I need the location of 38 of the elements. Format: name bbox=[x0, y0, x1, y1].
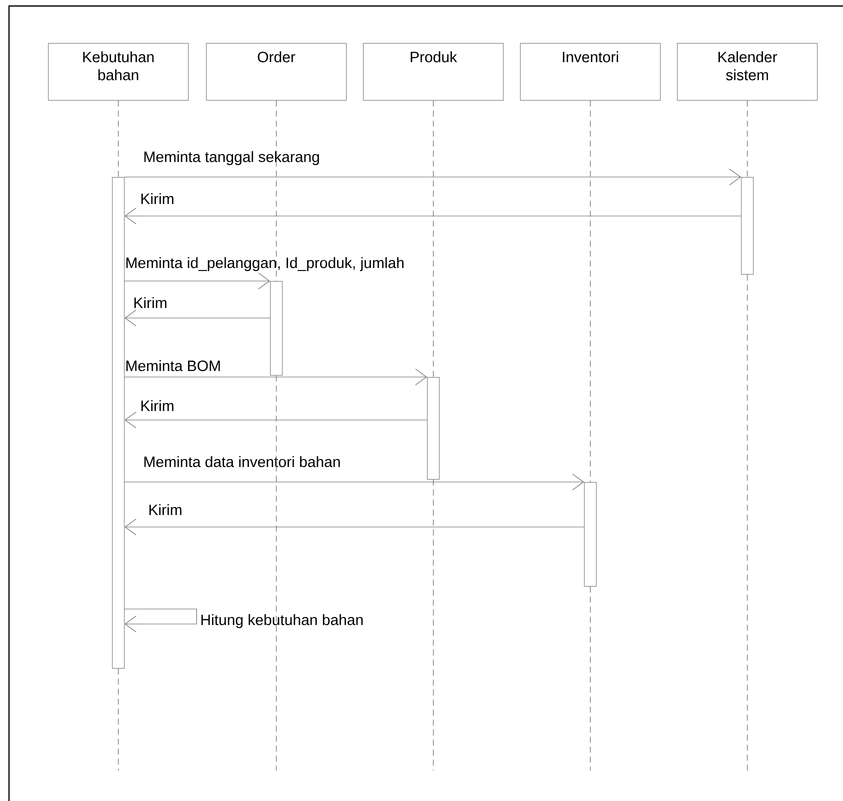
message-arrow bbox=[124, 412, 428, 428]
message-arrow bbox=[124, 272, 270, 290]
lifeline-header: Kebutuhan bahan bbox=[48, 43, 189, 101]
message-arrow bbox=[124, 518, 584, 536]
message-label: Kirim bbox=[134, 297, 166, 308]
message-label: Meminta tanggal sekarang bbox=[144, 151, 319, 166]
lifeline-header: Produk bbox=[363, 43, 504, 101]
lifeline bbox=[276, 375, 277, 771]
message-arrow bbox=[124, 208, 742, 224]
lifeline bbox=[590, 586, 591, 771]
lifeline-header: Kalender sistem bbox=[677, 43, 818, 101]
lifeline bbox=[747, 274, 748, 771]
lifeline bbox=[433, 100, 434, 378]
lifeline bbox=[590, 100, 591, 482]
message-arrow bbox=[124, 310, 270, 326]
message-label: Hitung kebutuhan bahan bbox=[201, 614, 363, 628]
message-arrow bbox=[124, 474, 584, 490]
lifeline bbox=[118, 668, 119, 771]
message-label: Kirim bbox=[141, 400, 174, 411]
activation-bar bbox=[584, 482, 597, 587]
lifeline bbox=[747, 100, 748, 178]
message-label: Kirim bbox=[141, 193, 174, 204]
activation-bar bbox=[427, 377, 440, 480]
message-label: Kirim bbox=[149, 504, 182, 515]
message-arrow bbox=[124, 168, 742, 186]
message-arrow bbox=[124, 368, 427, 386]
message-label: Meminta BOM bbox=[126, 360, 220, 372]
lifeline-header: Inventori bbox=[520, 43, 661, 101]
lifeline bbox=[276, 100, 277, 282]
activation-bar bbox=[270, 281, 283, 376]
message-label: Meminta id_pelanggan, Id_produk, jumlah bbox=[126, 257, 404, 272]
lifeline bbox=[433, 479, 434, 771]
lifeline bbox=[118, 100, 119, 178]
activation-bar bbox=[112, 177, 125, 669]
self-message-arrow bbox=[124, 608, 197, 632]
lifeline-header: Order bbox=[206, 43, 347, 101]
activation-bar bbox=[741, 177, 754, 275]
message-label: Meminta data inventori bahan bbox=[144, 456, 340, 468]
